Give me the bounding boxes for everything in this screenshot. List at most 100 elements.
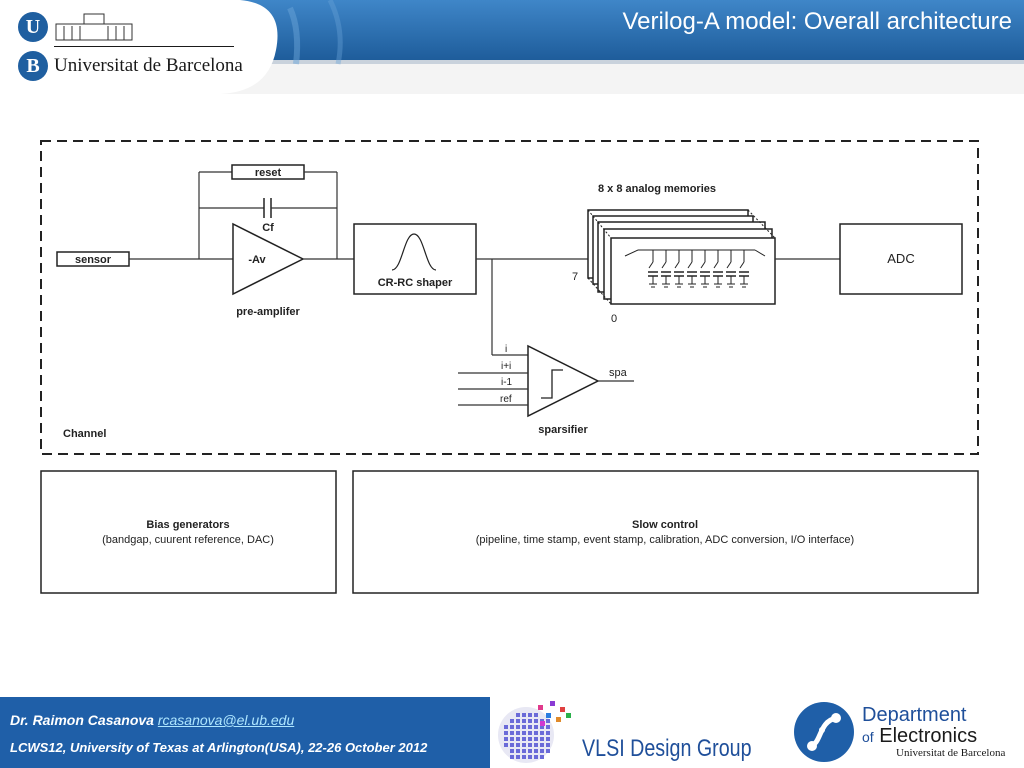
- logo-grid-dot: [504, 731, 508, 735]
- logo-grid-dot: [516, 731, 520, 735]
- logo-grid-dot: [534, 737, 538, 741]
- wire: [754, 249, 766, 257]
- stack-edge: [747, 209, 776, 239]
- memory-cell-part: [713, 261, 719, 269]
- sparsifier-label: sparsifier: [538, 424, 588, 436]
- logo-grid-dot: [510, 731, 514, 735]
- logo-grid-dot: [528, 713, 532, 717]
- slow-control-subtitle: (pipeline, time stamp, event stamp, cali…: [476, 534, 854, 546]
- step-icon: [541, 369, 563, 399]
- logo-grid-dot: [522, 719, 526, 723]
- memory-index-bottom: 0: [611, 313, 617, 325]
- logo-grid-dot: [522, 755, 526, 759]
- preamp-triangle: [232, 222, 305, 296]
- page-title: Verilog-A model: Overall architecture: [622, 8, 1012, 35]
- logo-grid-dot: [516, 737, 520, 741]
- author-email-link[interactable]: rcasanova@el.ub.edu: [157, 712, 295, 728]
- logo-grid-dot: [528, 749, 532, 753]
- sparsifier-input-label: i: [505, 344, 507, 355]
- university-logo: U B Universitat de Barcelona: [12, 10, 243, 90]
- memory-cell-part: [648, 261, 654, 269]
- logo-grid-dot: [546, 731, 550, 735]
- slide-header: U B Universitat de Barcelona Verilog-A m…: [0, 0, 1024, 94]
- logo-grid-dot: [504, 737, 508, 741]
- slow-control-block: [352, 470, 979, 594]
- electronics-dept-logo-icon: [794, 702, 854, 762]
- adc-label: ADC: [887, 251, 914, 266]
- logo-grid-dot: [534, 725, 538, 729]
- department-line1: Department: [862, 704, 967, 726]
- logo-grid-dot: [516, 719, 520, 723]
- slow-control-title: Slow control: [632, 519, 698, 531]
- sparsifier-output-label: spa: [609, 367, 628, 379]
- memory-cell-part: [726, 261, 732, 269]
- cf-label: Cf: [262, 222, 274, 234]
- memory-cell-part: [674, 261, 680, 269]
- department-university: Universitat de Barcelona: [896, 747, 1006, 759]
- logo-b-circle: B: [18, 51, 48, 81]
- logo-grid-dot: [522, 743, 526, 747]
- logo-grid-dot: [528, 725, 532, 729]
- memory-cell-part: [661, 261, 667, 269]
- sparsifier-input-label: ref: [500, 394, 512, 405]
- stack-edge: [587, 277, 612, 305]
- pulse-shape-icon: [391, 233, 437, 271]
- logo-grid-dot: [546, 725, 550, 729]
- logo-grid-dot: [528, 731, 532, 735]
- logo-grid-dot: [540, 737, 544, 741]
- logo-rule: [54, 46, 234, 47]
- logo-grid-dot: [546, 737, 550, 741]
- preamp-label: pre-amplifer: [236, 306, 300, 318]
- logo-grid-dot: [528, 737, 532, 741]
- logo-grid-dot: [522, 737, 526, 741]
- memory-card-front: [610, 237, 776, 305]
- amp-gain-label: -Av: [248, 254, 266, 266]
- author-name: Dr. Raimon Casanova: [10, 712, 154, 728]
- logo-grid-dot: [522, 749, 526, 753]
- logo-grid-dot: [522, 713, 526, 717]
- logo-grid-dot: [546, 719, 550, 723]
- vlsi-group-name: VLSI Design Group: [582, 735, 752, 762]
- logo-grid-dot: [516, 725, 520, 729]
- department-line2: Electronics: [879, 725, 978, 747]
- logo-grid-dot: [540, 755, 544, 759]
- footer-author: Dr. Raimon Casanova rcasanova@el.ub.edu: [10, 712, 294, 728]
- logo-grid-dot: [516, 749, 520, 753]
- logo-grid-dot: [528, 755, 532, 759]
- memories-title: 8 x 8 analog memories: [598, 183, 716, 195]
- memory-cell-part: [687, 261, 693, 269]
- logo-grid-dot: [534, 719, 538, 723]
- logo-grid-dot: [546, 749, 550, 753]
- logo-grid-dot: [510, 725, 514, 729]
- shaper-label: CR-RC shaper: [378, 277, 453, 289]
- bias-generators-block: [40, 470, 337, 594]
- footer-author-band: Dr. Raimon Casanova rcasanova@el.ub.edu …: [0, 697, 490, 768]
- memory-cell-part: [700, 261, 706, 269]
- bias-subtitle: (bandgap, cuurent reference, DAC): [102, 534, 274, 546]
- sparsifier-input-label: i-1: [501, 377, 513, 388]
- logo-grid-dot: [510, 749, 514, 753]
- logo-grid-dot: [516, 713, 520, 717]
- sensor-label: sensor: [75, 254, 112, 266]
- logo-grid-dot: [516, 755, 520, 759]
- channel-boundary: [40, 140, 979, 455]
- logo-grid-dot: [510, 737, 514, 741]
- slide-footer: Dr. Raimon Casanova rcasanova@el.ub.edu …: [0, 697, 1024, 768]
- footer-conference: LCWS12, University of Texas at Arlington…: [10, 740, 428, 755]
- logo-grid-dot: [528, 719, 532, 723]
- logo-grid-dot: [540, 749, 544, 753]
- building-icon: [55, 13, 133, 41]
- logo-grid-dot: [516, 743, 520, 747]
- channel-label: Channel: [63, 428, 106, 440]
- shaper-block: [353, 223, 477, 295]
- logo-grid-dot: [534, 743, 538, 747]
- logo-grid-dot: [528, 743, 532, 747]
- sparsifier-input-label: i+i: [501, 361, 511, 372]
- logo-grid-dot: [540, 743, 544, 747]
- logo-grid-dot: [522, 725, 526, 729]
- university-name: Universitat de Barcelona: [54, 55, 243, 76]
- logo-grid-dot: [510, 743, 514, 747]
- reset-label: reset: [255, 167, 282, 179]
- logo-grid-dot: [534, 749, 538, 753]
- header-background: [0, 0, 1024, 94]
